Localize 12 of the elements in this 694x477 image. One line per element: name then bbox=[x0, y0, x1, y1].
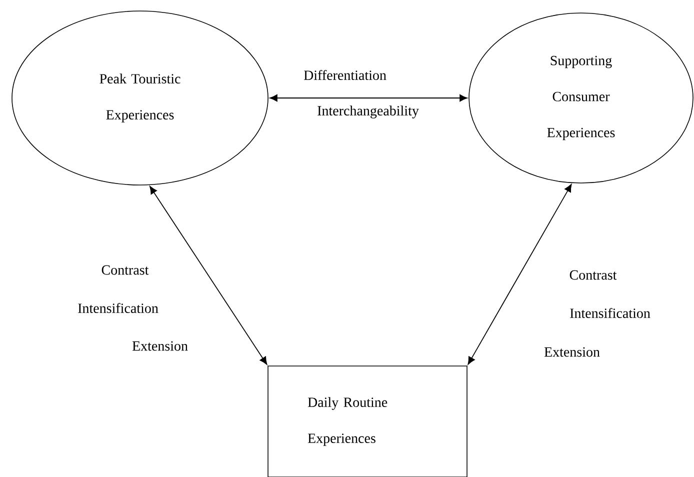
annotation-text: Intensification bbox=[570, 308, 650, 318]
annotation-text: Extension bbox=[544, 347, 600, 357]
annotation-text: Differentiation bbox=[304, 70, 386, 80]
annotation-text: Extension bbox=[132, 341, 188, 351]
arrow bbox=[270, 94, 468, 102]
arrow bbox=[150, 186, 268, 365]
annotation-text: Contrast bbox=[102, 265, 149, 275]
annotation-text: Contrast bbox=[570, 270, 617, 280]
process-box: Daily Routine Experiences bbox=[268, 366, 468, 477]
annotation-text: Interchangeability bbox=[318, 106, 419, 118]
arrow bbox=[468, 184, 572, 365]
annotation-text: Intensification bbox=[78, 303, 158, 313]
